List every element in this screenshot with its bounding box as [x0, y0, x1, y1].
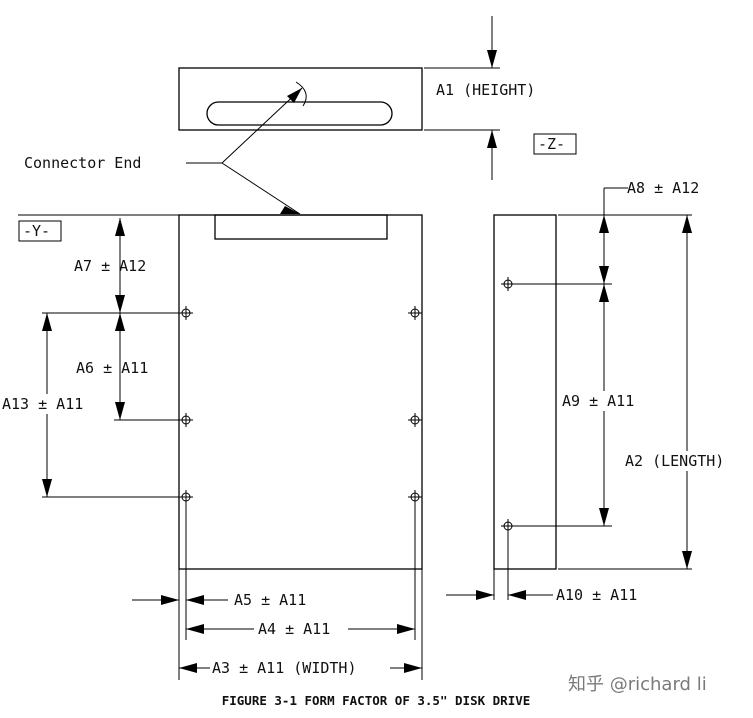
connector-notch	[214, 214, 388, 240]
a10-label: A10 ± A11	[556, 586, 637, 604]
z-datum-box	[533, 133, 577, 155]
a8-dimension: A8 ± A12	[558, 179, 699, 284]
a8-label: A8 ± A12	[627, 179, 699, 197]
mounting-hole-icon	[408, 413, 422, 427]
figure-caption: FIGURE 3-1 FORM FACTOR OF 3.5" DISK DRIV…	[222, 693, 531, 708]
drive-bottom-outline	[178, 214, 423, 570]
connector-end-leader: Connector End	[24, 87, 303, 215]
a5-label: A5 ± A11	[234, 591, 306, 609]
a3-label: A3 ± A11 (WIDTH)	[212, 659, 357, 677]
a13-label: A13 ± A11	[2, 395, 83, 413]
a1-label: A1 (HEIGHT)	[436, 81, 535, 99]
connector-end-label: Connector End	[24, 154, 141, 172]
top-view	[178, 67, 423, 131]
watermark: 知乎 @richard li	[568, 674, 707, 695]
a3-dimension: A3 ± A11 (WIDTH)	[179, 659, 422, 677]
a9-label: A9 ± A11	[562, 392, 634, 410]
a7-label: A7 ± A12	[74, 257, 146, 275]
a6-dimension: A6 ± A11	[42, 312, 186, 421]
y-datum-box	[18, 220, 62, 242]
connector-slot	[206, 101, 393, 126]
a4-dimension: A4 ± A11	[186, 620, 415, 638]
mounting-hole-icon	[408, 306, 422, 320]
a7-dimension: A7 ± A12	[74, 218, 146, 313]
a6-label: A6 ± A11	[76, 359, 148, 377]
y-datum: -Y-	[18, 214, 179, 242]
y-datum-label: -Y-	[23, 222, 50, 240]
z-datum-label: -Z-	[538, 135, 565, 153]
a2-dimension: A2 (LENGTH)	[558, 215, 751, 570]
a4-label: A4 ± A11	[258, 620, 330, 638]
drive-end-outline	[178, 67, 423, 131]
a2-label: A2 (LENGTH)	[625, 452, 724, 470]
drive-side-outline	[493, 214, 557, 570]
a13-dimension: A13 ± A11	[0, 313, 186, 498]
side-view	[493, 214, 557, 570]
connector-curve	[295, 81, 307, 107]
a9-dimension: A9 ± A11	[508, 283, 652, 527]
bottom-view	[178, 214, 423, 570]
a10-dimension: A10 ± A11	[446, 526, 637, 604]
a1-dimension: A1 (HEIGHT) -Z-	[424, 16, 577, 180]
a5-dimension: A5 ± A11	[132, 497, 423, 680]
